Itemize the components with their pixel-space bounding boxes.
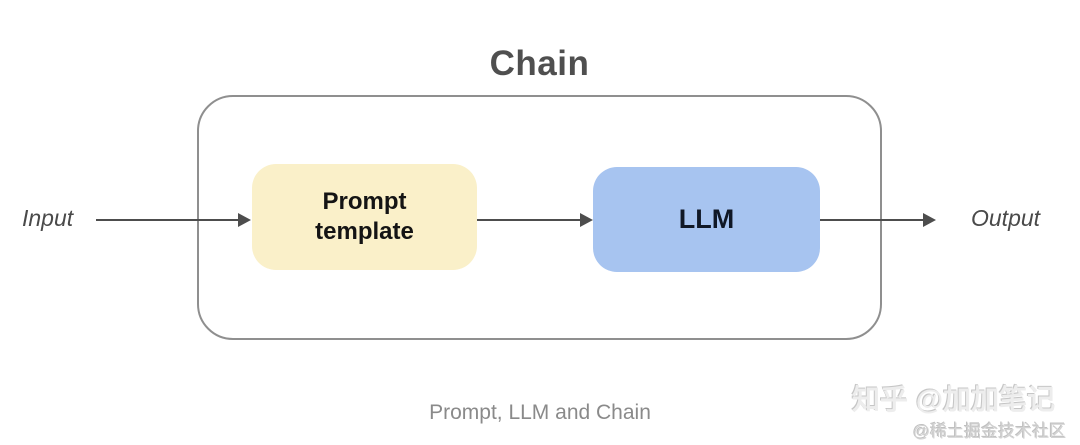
output-label: Output: [971, 205, 1041, 231]
prompt-to-llm-arrow-line: [477, 219, 581, 221]
input-arrow-head-icon: [238, 213, 251, 227]
input-label: Input: [22, 205, 74, 231]
diagram-caption: Prompt, LLM and Chain: [429, 401, 651, 424]
output-arrow-line: [820, 219, 924, 221]
prompt-template-node: Prompt template: [252, 164, 477, 270]
input-arrow-line: [96, 219, 240, 221]
zhihu-watermark: 知乎 @加加笔记: [852, 384, 1056, 415]
diagram-title: Chain: [489, 44, 590, 83]
output-arrow-head-icon: [923, 213, 936, 227]
llm-node: LLM: [593, 167, 820, 272]
chain-boundary-box: [197, 95, 882, 340]
prompt-to-llm-arrow-head-icon: [580, 213, 593, 227]
juejin-watermark: @稀土掘金技术社区: [913, 422, 1067, 441]
